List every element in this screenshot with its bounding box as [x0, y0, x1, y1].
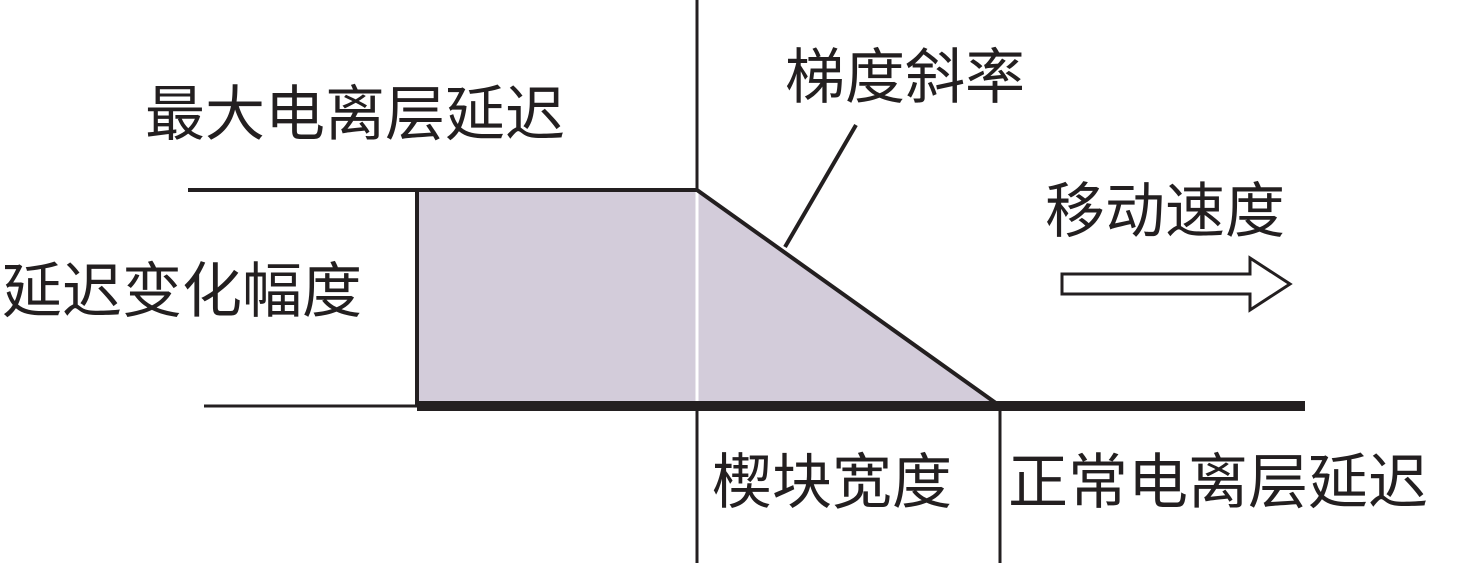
delay-amplitude-label: 延迟变化幅度: [2, 257, 362, 327]
gradient-slope-edge: [695, 188, 1002, 408]
moving-speed-label: 移动速度: [1045, 177, 1285, 247]
slope-leader-line: [783, 123, 858, 249]
max-delay-label: 最大电离层延迟: [145, 80, 565, 150]
wedge-width-label: 楔块宽度: [712, 448, 952, 518]
delay-region-fill: [417, 190, 1000, 406]
moving-direction-arrow-icon: [1060, 255, 1293, 313]
gradient-slope-label: 梯度斜率: [785, 43, 1025, 113]
normal-delay-label: 正常电离层延迟: [1008, 448, 1428, 518]
